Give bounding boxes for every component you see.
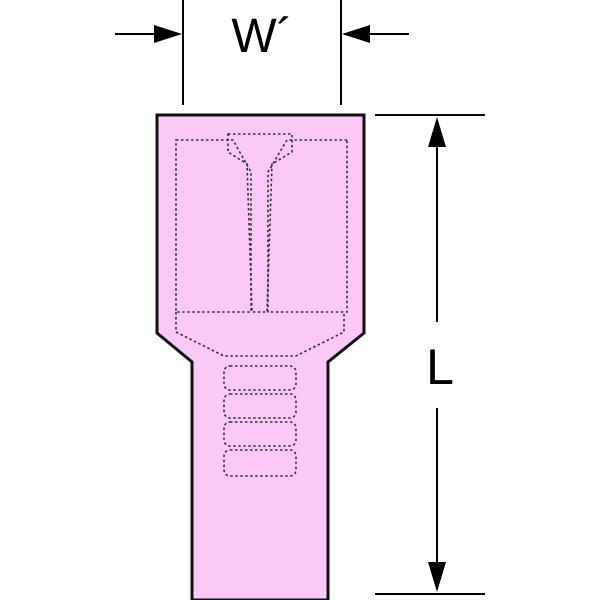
barrel-serration [223,365,297,391]
width-arrow-right-head [342,25,370,43]
left-chamber-outline [175,139,252,313]
hidden-internal-lines [175,133,348,477]
barrel-transition-outline [175,312,345,357]
barrel-serration [223,449,297,477]
length-arrow-top-head [428,117,446,147]
center-bridge-outline [227,133,293,313]
barrel-serration [223,393,297,419]
length-arrow-bottom-head [428,562,446,592]
width-arrow-left-head [154,25,182,43]
length-label: L [426,339,454,395]
connector-body [155,113,366,600]
barrel-serration [223,421,297,447]
length-dimension [375,114,485,595]
width-label: W´ [231,10,292,63]
right-chamber-outline [267,139,348,313]
